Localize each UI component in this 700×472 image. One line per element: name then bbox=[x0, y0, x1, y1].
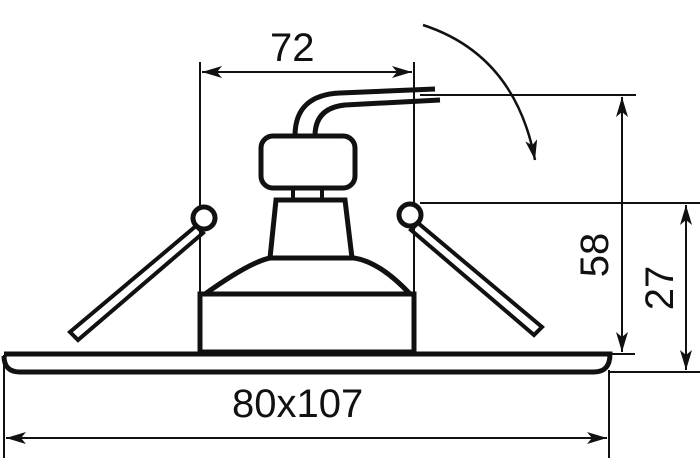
lamp-socket bbox=[267, 188, 355, 259]
dimension-80x107 bbox=[3, 355, 610, 458]
power-wires bbox=[292, 86, 441, 137]
dimension-27 bbox=[420, 202, 700, 373]
terminal-block bbox=[258, 133, 358, 191]
dimension-label-27: 27 bbox=[638, 265, 682, 311]
left-spring-clip bbox=[67, 204, 218, 343]
trim-flange bbox=[1, 351, 613, 375]
dimension-label-72: 72 bbox=[270, 26, 315, 70]
tilt-arrow-icon bbox=[422, 23, 538, 161]
housing-body bbox=[197, 255, 417, 355]
right-spring-clip bbox=[396, 201, 545, 338]
dimension-label-58: 58 bbox=[573, 232, 617, 278]
dimension-label-80x107: 80x107 bbox=[232, 382, 364, 426]
